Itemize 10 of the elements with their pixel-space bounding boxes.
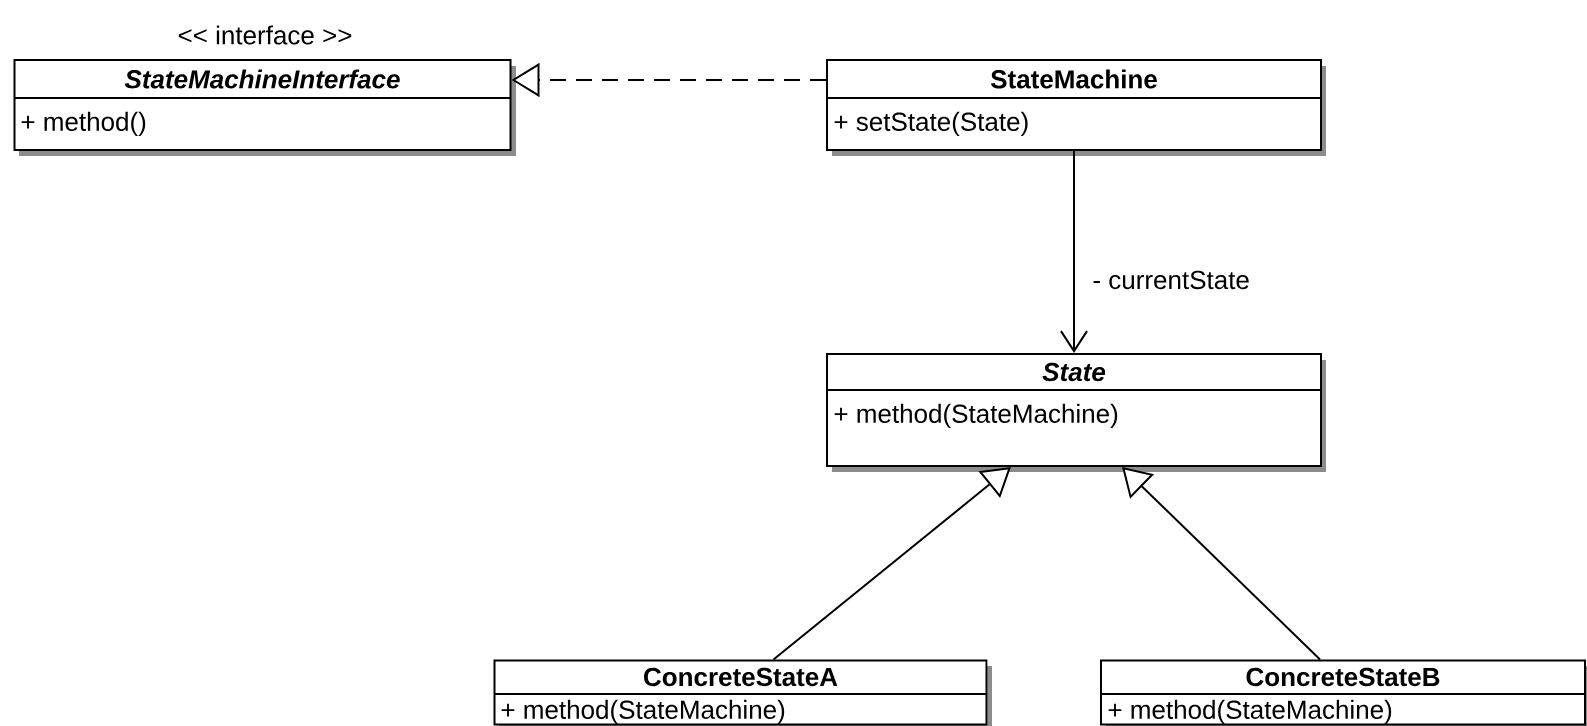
- association-arrow: [1060, 150, 1088, 353]
- edge-label: - currentState: [1090, 268, 1252, 292]
- generalization-arrow: [772, 467, 1011, 661]
- class-box: State + method(StateMachine): [826, 353, 1326, 472]
- class-box: << interface >> StateMachineInterface + method(): [13, 25, 516, 156]
- class-box: StateMachine + setState(State): [826, 59, 1326, 156]
- class-box: ConcreteStateA + method(StateMachine): [493, 659, 992, 726]
- node-label: << interface >>: [178, 25, 352, 45]
- class-box: ConcreteStateB + method(StateMachine): [1100, 659, 1587, 726]
- generalization-arrow: [1122, 467, 1321, 661]
